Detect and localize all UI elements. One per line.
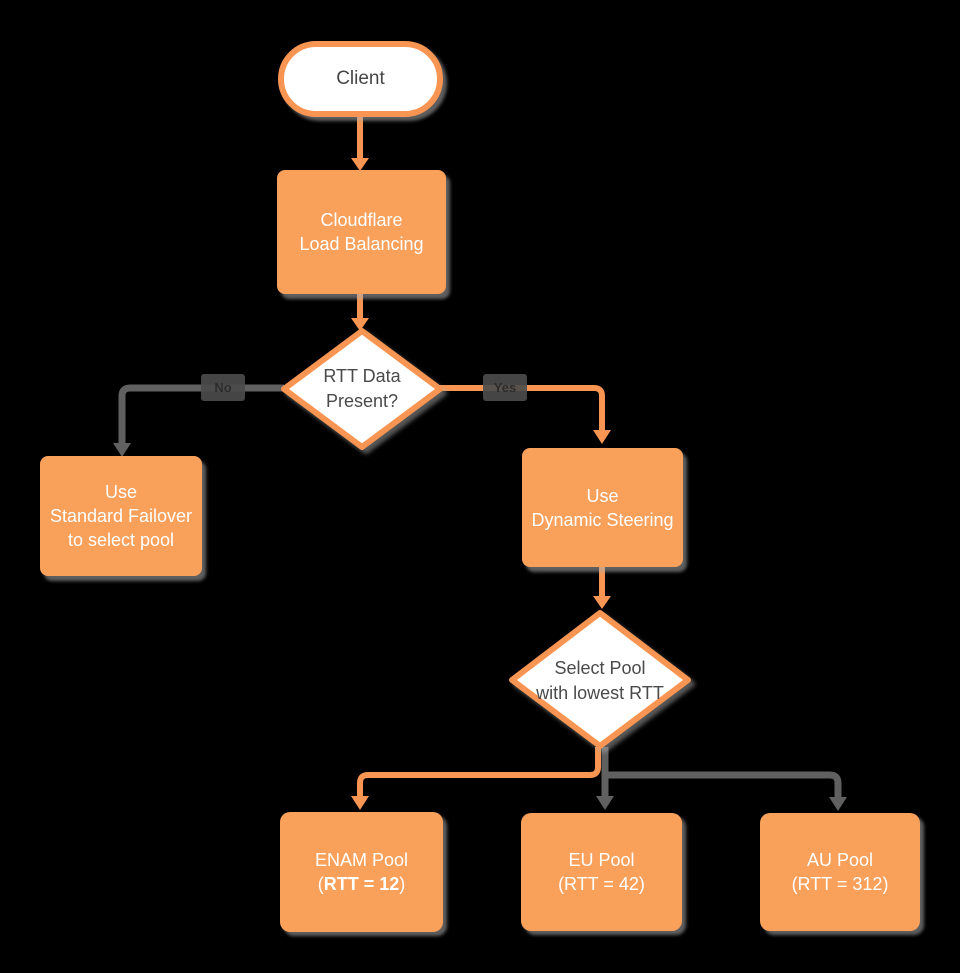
edge-label-no: No (201, 374, 245, 401)
node-enam-pool-line1: ENAM Pool (314, 850, 409, 870)
edge-pool-decision-to-enam (357, 747, 601, 796)
node-dynamic-steering: Use Dynamic Steering (522, 448, 683, 567)
node-standard-failover: Use Standard Failover to select pool (40, 456, 202, 576)
node-client: Client (278, 41, 443, 117)
node-load-balancing: Cloudflare Load Balancing (277, 170, 446, 294)
arrowhead-to-failover (113, 443, 131, 457)
node-standard-failover-line2: Standard Failover (49, 506, 193, 526)
edge-pool-decision-to-au (605, 771, 842, 797)
decision-rtt-data-shape (281, 328, 443, 450)
decision-rtt-data-label: RTT Data Present? (286, 358, 438, 420)
edge-rtt-decision-yes (438, 385, 605, 430)
node-load-balancing-line2: Load Balancing (299, 234, 424, 254)
arrowhead-to-steering (593, 430, 611, 444)
node-client-label: Client (336, 68, 385, 89)
arrowhead-to-au-pool (829, 797, 847, 811)
decision-select-pool-line2: with lowest RTT (536, 683, 664, 703)
arrowhead-to-rtt-decision (351, 318, 369, 331)
node-enam-pool-line2: (RTT = 12) (318, 872, 406, 896)
arrowhead-to-pool-decision (593, 596, 611, 609)
edge-rtt-decision-no (118, 384, 284, 443)
edge-label-yes: Yes (483, 374, 527, 401)
edge-label-no-text: No (214, 380, 232, 395)
decision-rtt-data-line1: RTT Data (323, 366, 401, 386)
node-au-pool-line2: (RTT = 312) (791, 874, 889, 894)
node-eu-pool: EU Pool (RTT = 42) (521, 813, 682, 931)
node-au-pool: AU Pool (RTT = 312) (760, 813, 920, 931)
decision-select-pool-label: Select Pool with lowest RTT (510, 650, 690, 712)
node-standard-failover-line1: Use (104, 482, 137, 502)
decision-rtt-data-line2: Present? (325, 391, 399, 411)
node-au-pool-line1: AU Pool (806, 850, 874, 870)
arrowhead-to-eu-pool (596, 796, 614, 810)
node-dynamic-steering-line1: Use (586, 485, 619, 506)
enam-rtt-value: RTT = 12 (323, 874, 400, 894)
decision-select-pool-line1: Select Pool (554, 658, 646, 678)
node-dynamic-steering-line2: Dynamic Steering (531, 509, 674, 530)
arrowhead-to-enam-pool (351, 796, 369, 810)
node-enam-pool: ENAM Pool (RTT = 12) (280, 812, 443, 932)
node-standard-failover-line3: to select pool (67, 530, 175, 550)
arrowhead-to-loadbalancing (351, 158, 369, 171)
enam-rtt-open: ( (317, 874, 324, 894)
edge-label-yes-text: Yes (493, 380, 517, 395)
node-eu-pool-line2: (RTT = 42) (558, 874, 645, 894)
enam-rtt-close: ) (399, 874, 406, 894)
decision-select-pool-shape (509, 610, 691, 749)
node-load-balancing-line1: Cloudflare (320, 210, 403, 230)
node-eu-pool-line1: EU Pool (568, 850, 635, 870)
